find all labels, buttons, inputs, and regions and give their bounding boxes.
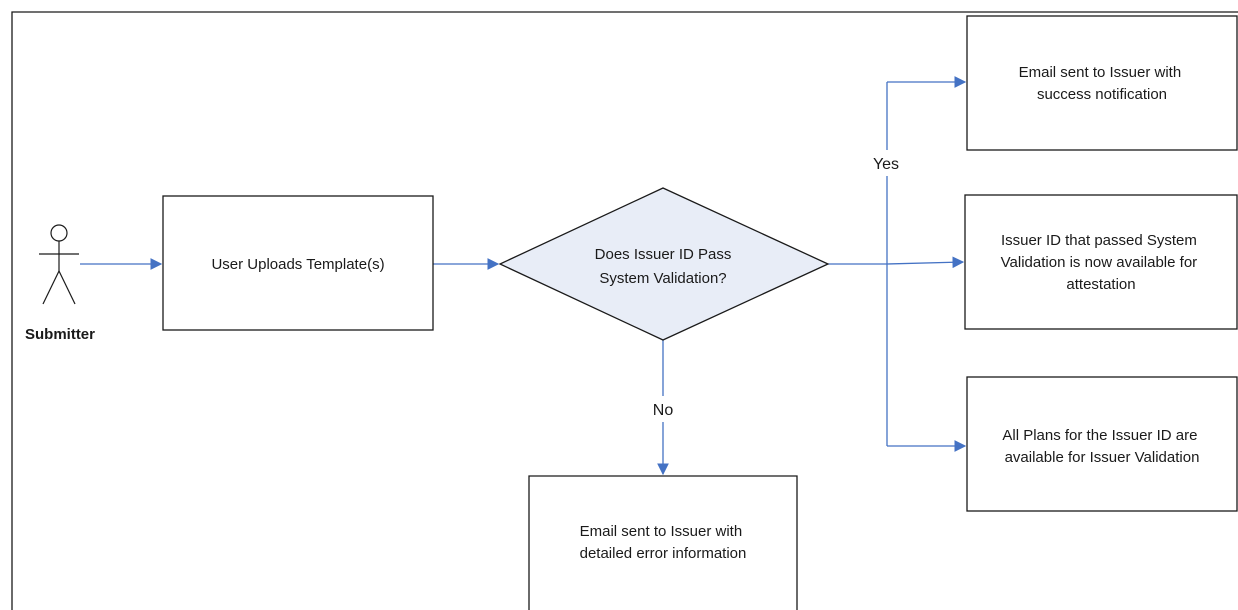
diagram-frame [11, 11, 1238, 610]
actor-label: Submitter [25, 326, 95, 343]
outcome-error-email: Email sent to Issuer with detailed error… [528, 475, 798, 610]
outcome-success-email: Email sent to Issuer with success notifi… [966, 15, 1238, 151]
svg-text:System Validation?: System Validation? [599, 270, 726, 287]
plans-line-1: All Plans for the Issuer ID are [1002, 427, 1197, 444]
decision-text-line-2: System Validation? [599, 270, 726, 287]
attestation-line-3: attestation [1066, 276, 1135, 293]
decision-diamond [498, 187, 830, 341]
process-upload-templates: User Uploads Template(s) [162, 195, 434, 331]
svg-text:Email sent to Issuer with: Email sent to Issuer with success notifi… [1019, 64, 1186, 103]
svg-text:Does Issuer ID Pass: Does Issuer ID Pass [595, 246, 732, 263]
error-email-line-2: detailed error information [580, 545, 747, 562]
error-email-line-1: Email sent to Issuer with [580, 523, 743, 540]
success-email-line-1: Email sent to Issuer with [1019, 64, 1182, 81]
svg-text:Issuer ID that passed System: Issuer ID that passed System Validation … [1001, 232, 1202, 293]
attestation-line-1: Issuer ID that passed System [1001, 232, 1197, 249]
label-no: No [645, 396, 681, 422]
decision-issuer-validation: Does Issuer ID Pass System Validation? [498, 187, 830, 341]
plans-line-2: available for Issuer Validation [1005, 449, 1200, 466]
stick-figure-icon [39, 224, 79, 305]
outcome-plans-available: All Plans for the Issuer ID are availabl… [966, 376, 1238, 512]
svg-text:Email sent to Issuer with: Email sent to Issuer with detailed error… [580, 523, 747, 562]
upload-step-text: User Uploads Template(s) [211, 256, 384, 273]
decision-text-line-1: Does Issuer ID Pass [595, 246, 732, 263]
attestation-line-2: Validation is now available for [1001, 254, 1198, 271]
actor-submitter: Submitter [25, 224, 95, 343]
outcome-available-attestation: Issuer ID that passed System Validation … [964, 194, 1238, 330]
svg-text:All Plans for the Issuer ID ar: All Plans for the Issuer ID are availabl… [1002, 427, 1201, 466]
no-label: No [653, 402, 674, 419]
success-email-line-2: success notification [1037, 86, 1167, 103]
yes-label: Yes [873, 156, 899, 173]
label-yes: Yes [866, 150, 906, 176]
connector-yes-attestation [886, 256, 965, 269]
